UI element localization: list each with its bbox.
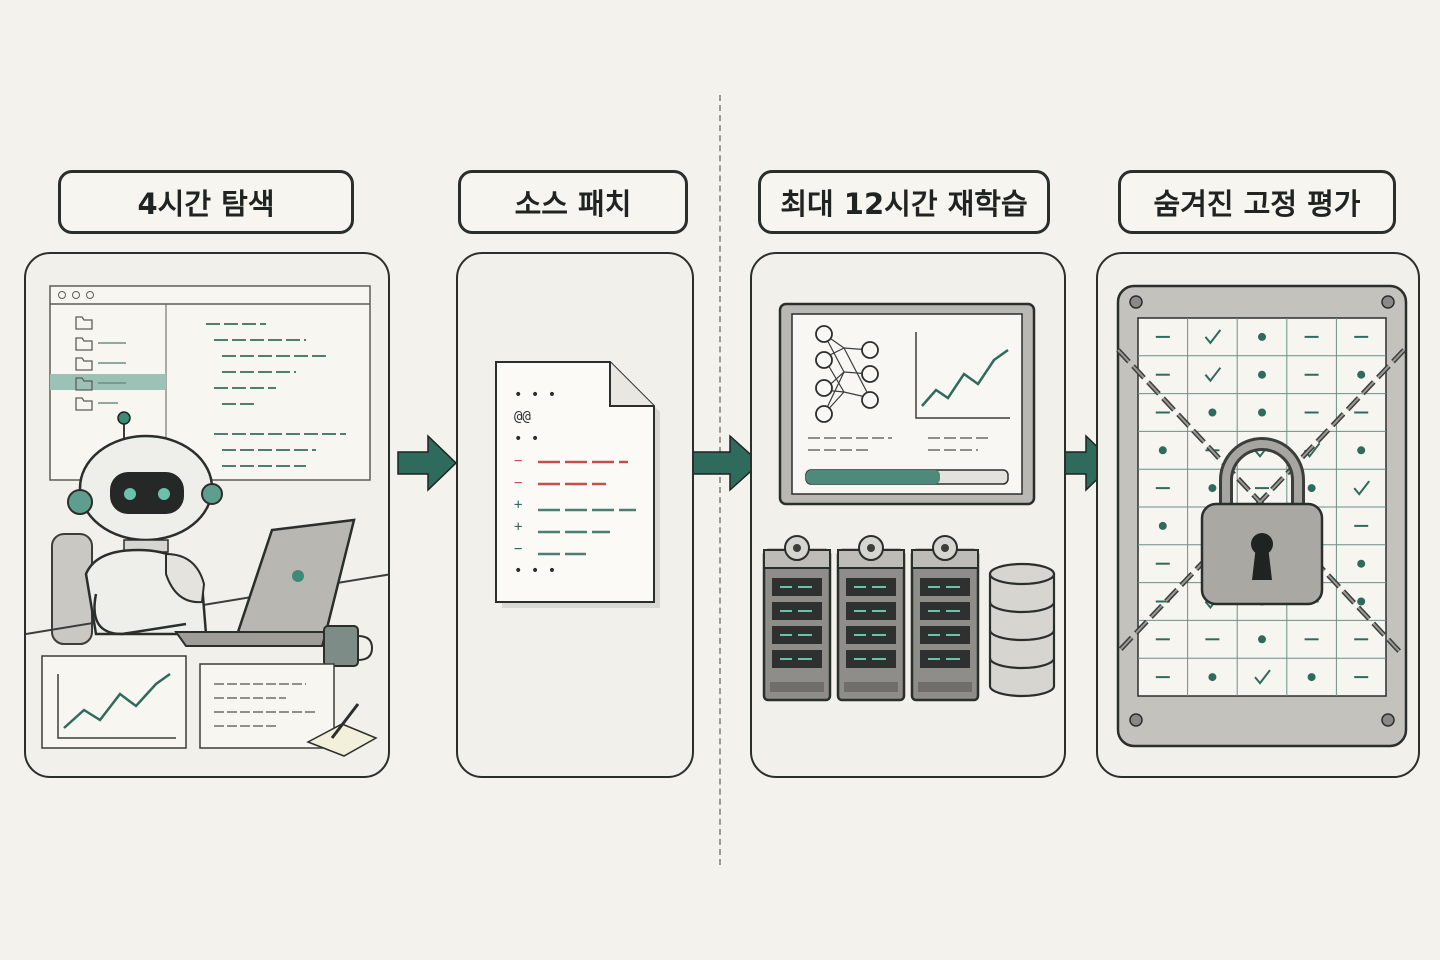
diff-line: • • bbox=[514, 431, 540, 447]
step-4-label: 숨겨진 고정 평가 bbox=[1118, 170, 1396, 234]
diff-line: • • • bbox=[514, 387, 557, 403]
step-3-panel bbox=[750, 252, 1066, 778]
grid-mark bbox=[1307, 484, 1316, 493]
arrow-right-icon bbox=[397, 434, 458, 492]
step-4-panel bbox=[1096, 252, 1420, 778]
grid-mark bbox=[1208, 484, 1217, 493]
grid-mark bbox=[1357, 446, 1366, 455]
grid-mark bbox=[1357, 559, 1366, 568]
step-2-label: 소스 패치 bbox=[458, 170, 688, 234]
grid-mark bbox=[1258, 635, 1266, 644]
grid-mark bbox=[1258, 332, 1266, 341]
grid-mark bbox=[1204, 329, 1222, 345]
training-servers-icon bbox=[762, 302, 1056, 702]
diff-line: − bbox=[514, 541, 523, 557]
grid-mark bbox=[1158, 446, 1167, 455]
grid-mark bbox=[1357, 597, 1366, 606]
diff-line: + bbox=[514, 519, 523, 535]
diff-line: + bbox=[514, 497, 523, 513]
grid-mark bbox=[1204, 367, 1222, 383]
grid-mark bbox=[1353, 480, 1370, 496]
step-3-label: 최대 12시간 재학습 bbox=[758, 170, 1050, 234]
diff-line: @@ bbox=[514, 409, 531, 425]
grid-mark bbox=[1357, 370, 1366, 379]
step-1-panel bbox=[24, 252, 390, 778]
grid-mark bbox=[1258, 370, 1266, 379]
grid-mark bbox=[1258, 408, 1266, 417]
diff-line: • • • bbox=[514, 563, 557, 579]
step-1-label: 4시간 탐색 bbox=[58, 170, 354, 234]
step-2-panel: • • • @@ • • − − + + − • • • bbox=[456, 252, 694, 778]
robot-at-laptop-icon bbox=[26, 285, 388, 757]
grid-mark bbox=[1208, 408, 1217, 417]
grid-mark bbox=[1307, 673, 1316, 682]
grid-mark bbox=[1254, 669, 1271, 685]
diff-document-icon bbox=[495, 361, 660, 608]
diff-lines: • • • @@ • • − − + + − • • • bbox=[514, 384, 556, 582]
grid-mark bbox=[1208, 673, 1217, 682]
diff-line: − bbox=[514, 475, 523, 491]
diff-line: − bbox=[514, 453, 523, 469]
phase-divider bbox=[719, 95, 721, 865]
locked-grid-icon bbox=[1116, 284, 1408, 748]
grid-mark bbox=[1158, 521, 1167, 530]
